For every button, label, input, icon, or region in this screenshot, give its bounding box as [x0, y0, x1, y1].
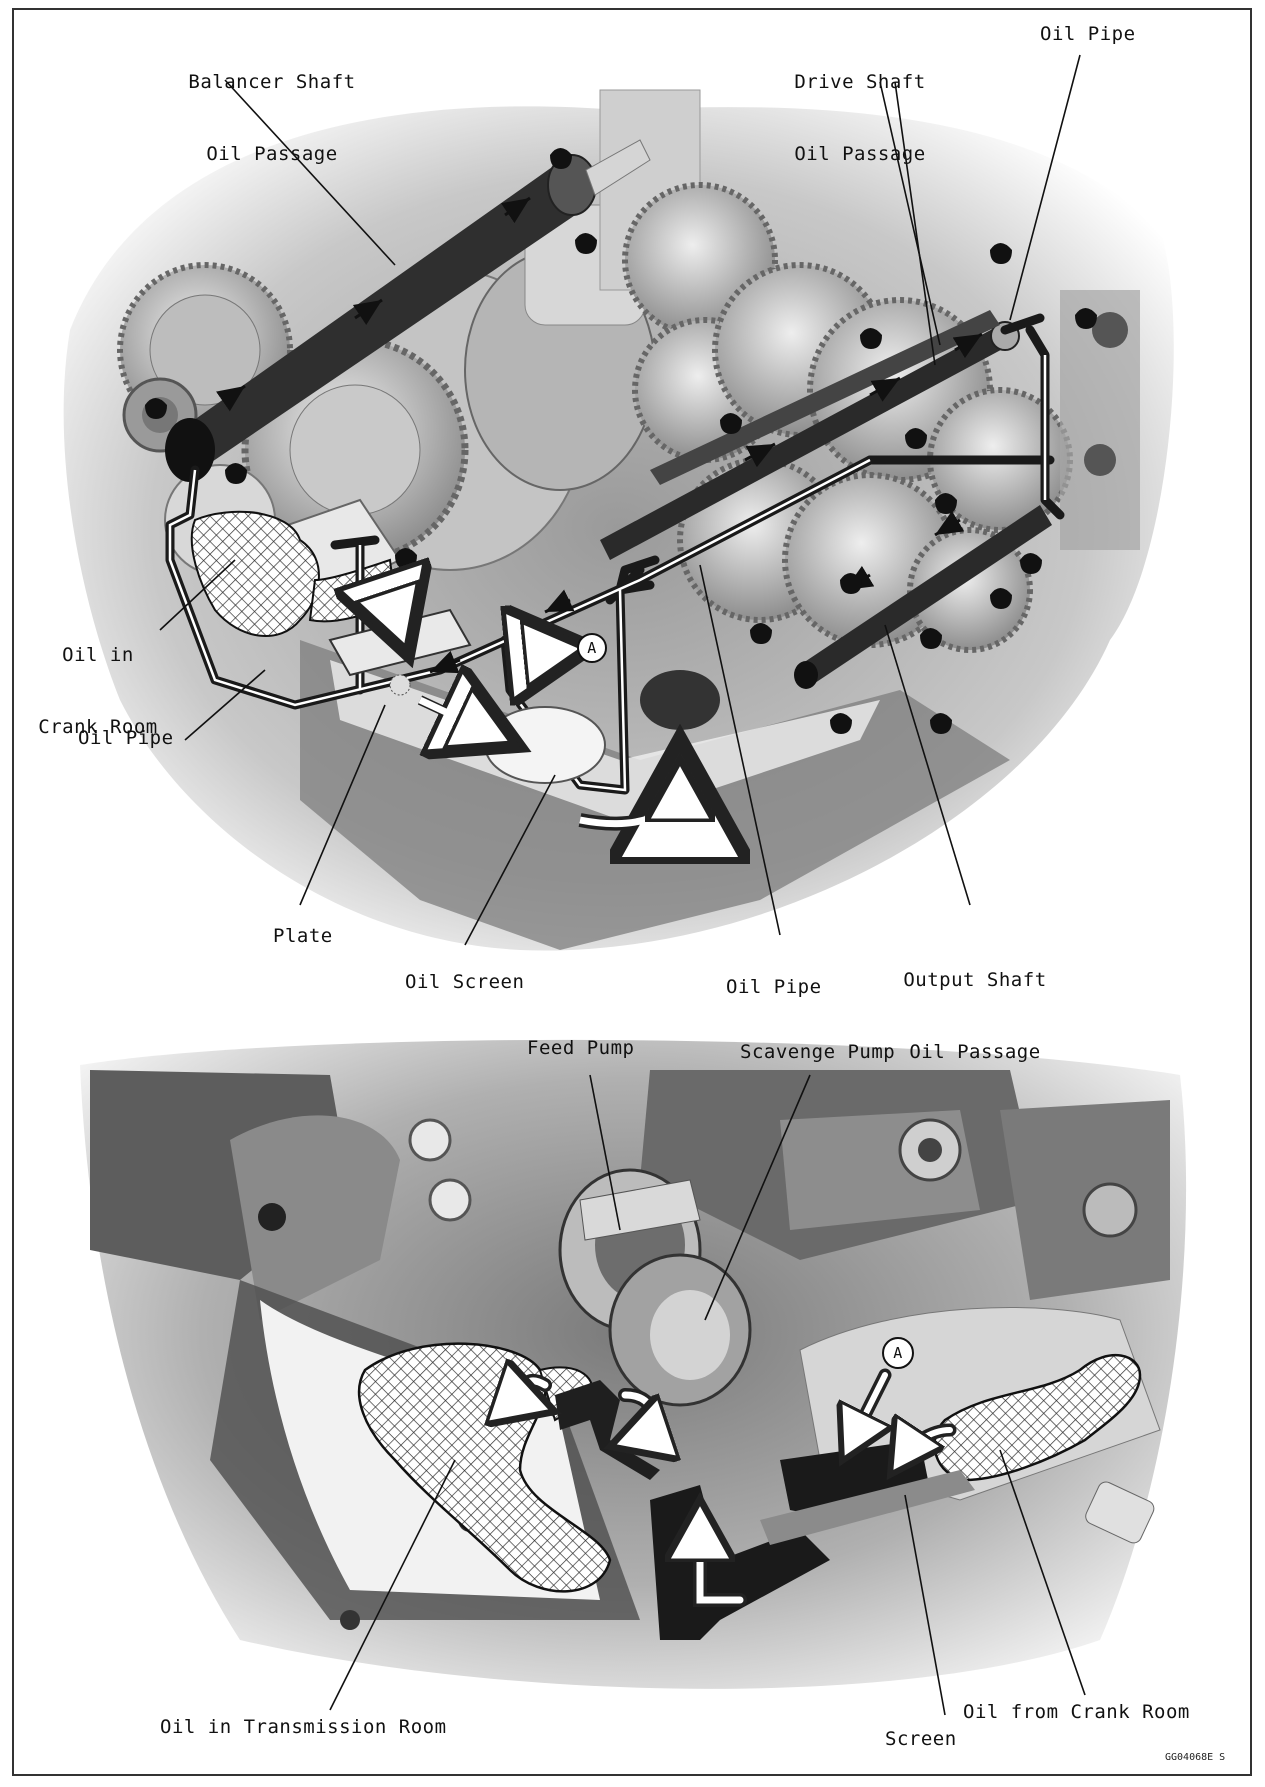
feed-pump-label: Feed Pump	[527, 1037, 635, 1059]
marker-a-bottom	[882, 1337, 914, 1369]
crank-room-label-line1: Oil in	[62, 644, 134, 666]
screen-label: Screen	[885, 1728, 957, 1750]
oil-screen-label: Oil Screen	[405, 971, 525, 993]
drive-shaft-oil-passage-label: Drive Shaft Oil Passage	[794, 22, 925, 190]
oil-in-crank-room-area	[190, 510, 320, 637]
marker-a-top-label: A	[587, 639, 597, 657]
flow-arrows-white	[390, 600, 680, 824]
figure-frame	[12, 8, 1252, 1776]
oil-pipe-bottom-label: Oil Pipe	[726, 976, 822, 998]
drive-shaft-label-line2: Oil Passage	[794, 143, 926, 165]
output-shaft-label-line2: Oil Passage	[909, 1041, 1041, 1063]
output-shaft-label-line1: Output Shaft	[903, 969, 1047, 991]
plate-label: Plate	[273, 925, 333, 947]
output-shaft-oil-passage	[794, 505, 1052, 689]
marker-a-top	[577, 633, 607, 663]
output-shaft-oil-passage-label: Output Shaft Oil Passage	[903, 920, 1046, 1088]
oil-pipe-left-label: Oil Pipe	[78, 727, 174, 749]
oil-in-crank-room-label: Oil in Crank Room	[38, 595, 157, 763]
top-engine-illustration	[63, 89, 1174, 951]
scavenge-pump-label: Scavenge Pump	[740, 1041, 896, 1063]
balancer-shaft-label-line1: Balancer Shaft	[188, 71, 356, 93]
balancer-shaft-oil-passage	[165, 139, 651, 482]
scavenge-pump	[608, 1253, 752, 1407]
drive-shaft-label-line1: Drive Shaft	[794, 71, 926, 93]
leader-lines-bottom	[329, 1074, 1086, 1716]
balancer-shaft-oil-passage-label: Balancer Shaft Oil Passage	[188, 22, 355, 190]
crank-room-label-line2: Crank Room	[38, 716, 158, 738]
flow-arrows-bottom	[525, 1375, 957, 1607]
oil-drops	[145, 148, 1097, 734]
oil-pipe-top-label: Oil Pipe	[1040, 23, 1136, 45]
marker-a-bottom-label: A	[893, 1344, 903, 1362]
leader-lines-top	[159, 54, 1081, 946]
figure-code: GG04068E S	[1165, 1752, 1226, 1763]
oil-from-crank-room-label: Oil from Crank Room	[963, 1701, 1190, 1723]
oil-in-transmission-room-label: Oil in Transmission Room	[160, 1716, 447, 1738]
balancer-shaft-label-line2: Oil Passage	[206, 143, 338, 165]
